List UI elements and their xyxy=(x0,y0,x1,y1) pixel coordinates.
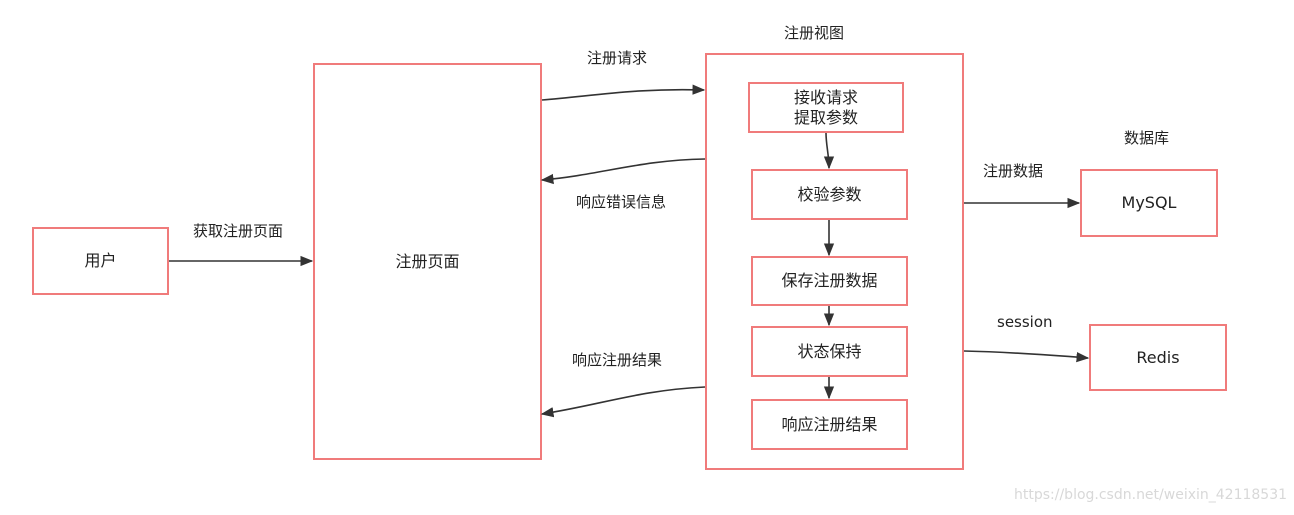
step-respond-result: 响应注册结果 xyxy=(751,399,908,450)
arrow-respond-error xyxy=(540,158,706,185)
redis-node-label: Redis xyxy=(1136,347,1180,367)
mysql-node: MySQL xyxy=(1080,169,1218,237)
step-keep-state-label: 状态保持 xyxy=(797,341,862,361)
watermark: https://blog.csdn.net/weixin_42118531 xyxy=(1014,487,1288,503)
arrow-view-to-redis xyxy=(963,350,1090,363)
view-title: 注册视图 xyxy=(784,24,845,42)
database-title: 数据库 xyxy=(1124,129,1170,147)
edge-label-register-request: 注册请求 xyxy=(587,49,648,67)
arrow-respond-result xyxy=(540,386,706,418)
edge-label-register-data: 注册数据 xyxy=(983,162,1044,180)
register-page-node: 注册页面 xyxy=(313,63,542,460)
user-node: 用户 xyxy=(32,227,169,295)
edge-label-session: session xyxy=(997,313,1053,331)
step-keep-state: 状态保持 xyxy=(751,326,908,377)
arrow-register-request xyxy=(541,84,706,101)
step-validate-params: 校验参数 xyxy=(751,169,908,220)
step-validate-params-label: 校验参数 xyxy=(797,184,862,204)
step-receive-request: 接收请求 提取参数 xyxy=(748,82,904,133)
step-save-data: 保存注册数据 xyxy=(751,256,908,306)
register-page-node-label: 注册页面 xyxy=(395,251,460,271)
arrow-step1-to-step2 xyxy=(823,132,835,170)
step-receive-request-line2: 提取参数 xyxy=(793,107,858,127)
mysql-node-label: MySQL xyxy=(1121,193,1177,212)
step-respond-result-label: 响应注册结果 xyxy=(781,414,878,434)
redis-node: Redis xyxy=(1089,324,1227,391)
step-receive-request-line1: 接收请求 xyxy=(793,87,858,107)
step-save-data-label: 保存注册数据 xyxy=(781,271,878,290)
edge-label-respond-result: 响应注册结果 xyxy=(572,351,663,369)
edge-label-respond-error: 响应错误信息 xyxy=(576,193,667,211)
user-node-label: 用户 xyxy=(84,251,117,270)
edge-label-get-page: 获取注册页面 xyxy=(193,222,284,240)
